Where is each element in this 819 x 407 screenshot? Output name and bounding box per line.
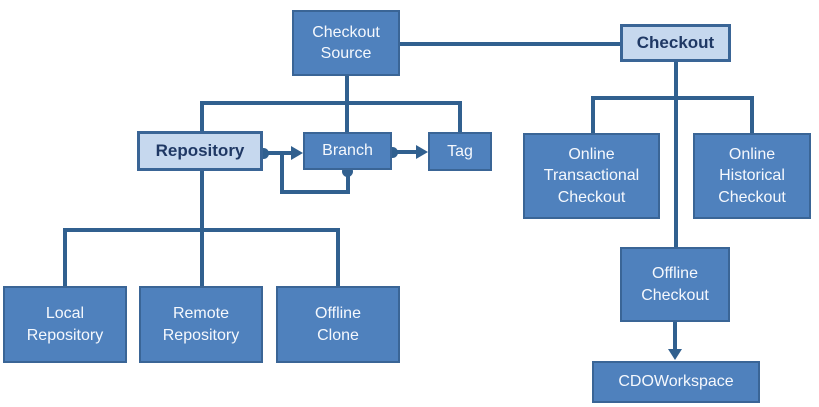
node-checkout-source: Checkout Source <box>292 10 400 76</box>
arrowhead-into-branch-icon <box>291 146 303 160</box>
edge-branch-selfloop-left <box>280 151 284 194</box>
node-cdoworkspace: CDOWorkspace <box>592 361 760 403</box>
node-checkout: Checkout <box>620 24 731 62</box>
arrowhead-into-tag-icon <box>416 145 428 159</box>
edge-offlinecheckout-cdoworkspace <box>673 322 677 352</box>
edge-checkoutsource-branch-vertical <box>345 76 349 134</box>
edge-bracket-to-repository <box>200 101 204 133</box>
edge-bracket-to-online-historical <box>750 96 754 135</box>
node-remote-repository: Remote Repository <box>139 286 263 363</box>
aggregation-dot-branch-right <box>387 147 398 158</box>
edge-repository-branch <box>263 151 293 155</box>
edge-checkout-down <box>674 62 678 98</box>
edge-checkoutsource-checkout <box>400 42 620 46</box>
edge-bracket-to-tag <box>458 101 462 134</box>
edge-bracket-to-offline-clone <box>336 228 340 288</box>
node-online-transactional-checkout: Online Transactional Checkout <box>523 133 660 219</box>
node-online-historical-checkout: Online Historical Checkout <box>693 133 811 219</box>
edge-right-bracket-horizontal <box>591 96 754 100</box>
node-offline-clone: Offline Clone <box>276 286 400 363</box>
aggregation-dot-repository <box>258 148 269 159</box>
node-offline-checkout: Offline Checkout <box>620 247 730 322</box>
edge-branch-tag <box>392 150 418 154</box>
arrowhead-into-cdoworkspace-icon <box>668 349 682 360</box>
edge-bracket-to-local-repository <box>63 228 67 288</box>
aggregation-dot-branch-bottom <box>342 166 353 177</box>
edge-branch-selfloop-right <box>346 170 350 194</box>
node-tag: Tag <box>428 132 492 171</box>
edge-checkout-to-offline-checkout <box>674 96 678 249</box>
node-local-repository: Local Repository <box>3 286 127 363</box>
edge-branch-selfloop-bottom <box>280 190 350 194</box>
edge-top-bracket-horizontal <box>200 101 462 105</box>
edge-bottom-bracket-horizontal <box>63 228 340 232</box>
edge-bracket-to-online-transactional <box>591 96 595 135</box>
node-branch: Branch <box>303 132 392 170</box>
node-repository: Repository <box>137 131 263 171</box>
